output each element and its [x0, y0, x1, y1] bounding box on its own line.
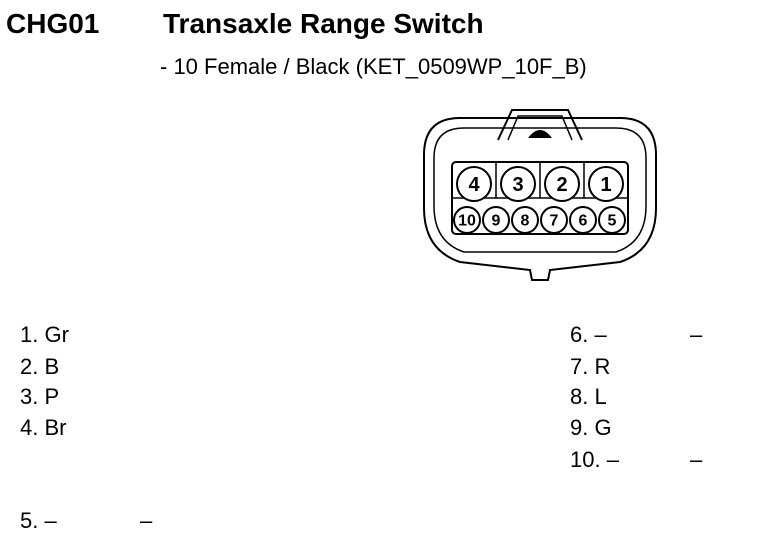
pin-circle [598, 206, 626, 234]
connector-pin: 5 [598, 206, 626, 234]
pin-assignment-row: 3. P [20, 384, 59, 410]
pin-label: 2. B [20, 354, 60, 379]
pin-number: 3 [512, 174, 523, 196]
pin-number: 1 [600, 174, 611, 196]
pin-number: 7 [550, 213, 559, 230]
connector-pin: 6 [569, 206, 597, 234]
pin-circle [453, 206, 481, 234]
pin-circle [500, 166, 536, 202]
pin-assignment-row: 6. – – [570, 322, 702, 348]
pin-assignment-row: 1. Gr [20, 322, 69, 348]
connector-pin: 7 [540, 206, 568, 234]
pin-label: 6. – [570, 322, 607, 347]
connector-pin: 2 [544, 166, 580, 202]
connector-description: - 10 Female / Black (KET_0509WP_10F_B) [160, 54, 587, 79]
pin-circle [588, 166, 624, 202]
component-title: Transaxle Range Switch [163, 8, 484, 39]
pin-assignment-row: 5. – – [20, 508, 152, 534]
connector-pin: 10 [453, 206, 481, 234]
pin-number: 9 [492, 213, 501, 230]
connector-pin: 9 [482, 206, 510, 234]
connector-pin: 4 [456, 166, 492, 202]
pin-assignment-row: 10. – – [570, 447, 702, 473]
connector-housing [423, 117, 657, 281]
pin-circle [511, 206, 539, 234]
pin-label: 1. Gr [20, 322, 69, 347]
pin-circle [569, 206, 597, 234]
connector-pin: 1 [588, 166, 624, 202]
pin-label: 7. R [570, 354, 611, 379]
pin-number: 6 [579, 213, 588, 230]
pin-label: 9. G [570, 415, 612, 440]
pin-number: 2 [556, 174, 567, 196]
pin-label: 8. L [570, 384, 607, 409]
pin-label: 10. – [570, 447, 619, 472]
connector-diagram: 4 3 2 1 10 9 8 7 6 5 [423, 109, 657, 281]
pin-assignment-row: 7. R [570, 354, 610, 380]
connector-pin: 8 [511, 206, 539, 234]
pin-circle [540, 206, 568, 234]
pin-label: 3. P [20, 384, 60, 409]
pin-label: 4. Br [20, 415, 67, 440]
pin-assignment-row: 8. L [570, 384, 607, 410]
connector-pin: 3 [500, 166, 536, 202]
pin-circle [544, 166, 580, 202]
pin-circuit: – [690, 322, 703, 347]
pin-assignment-row: 4. Br [20, 415, 66, 441]
pin-number: 4 [468, 174, 480, 196]
connector-code: CHG01 [6, 8, 100, 39]
pin-circuit: – [690, 447, 703, 472]
latch-icon [497, 109, 583, 141]
pin-circle [456, 166, 492, 202]
pin-number: 5 [608, 213, 617, 230]
pin-circuit: – [140, 508, 153, 533]
pin-assignment-row: 9. G [570, 415, 612, 441]
pin-number: 8 [521, 213, 530, 230]
pin-number: 10 [458, 213, 476, 230]
pin-circle [482, 206, 510, 234]
pin-assignment-row: 2. B [20, 354, 59, 380]
pin-label: 5. – [20, 508, 57, 533]
